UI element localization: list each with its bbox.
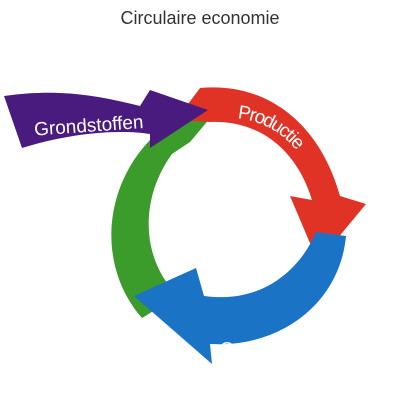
production-arrow	[176, 87, 366, 262]
diagram-title: Circulaire economie	[120, 8, 280, 28]
raw-materials-arrow	[4, 90, 208, 148]
use-arrow	[134, 232, 346, 364]
recycling-arrow	[111, 104, 222, 318]
